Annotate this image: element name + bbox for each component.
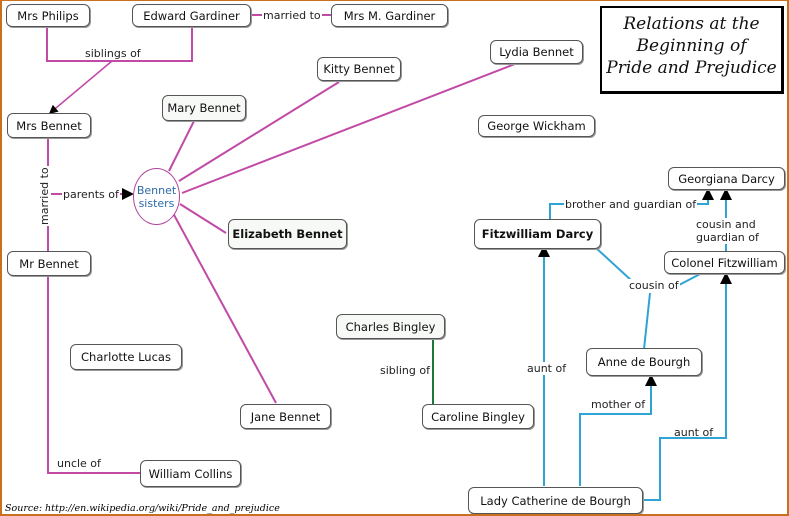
- node-edward-gardiner[interactable]: Edward Gardiner: [132, 4, 251, 27]
- node-mrs-bennet[interactable]: Mrs Bennet: [7, 113, 91, 138]
- node-charles-bingley[interactable]: Charles Bingley: [336, 314, 445, 339]
- node-label: Mr Bennet: [19, 256, 79, 271]
- relation-label-siblings-of: siblings of: [84, 47, 142, 60]
- link-sisters-jane: [172, 212, 277, 404]
- link-sisters-lydia: [181, 63, 516, 194]
- node-bennet-sisters[interactable]: Bennet sisters: [133, 168, 180, 225]
- node-lydia-bennet[interactable]: Lydia Bennet: [490, 40, 583, 64]
- node-label: Anne de Bourgh: [597, 355, 691, 369]
- node-caroline-bingley[interactable]: Caroline Bingley: [422, 404, 534, 429]
- relation-label-aunt-of-colonel: aunt of: [674, 426, 714, 439]
- node-label: Colonel Fitzwilliam: [671, 255, 778, 270]
- node-label: Jane Bennet: [250, 409, 321, 424]
- link-philips-siblings: [46, 27, 193, 62]
- relation-label-aunt-of-darcy: aunt of: [526, 362, 568, 375]
- node-william-collins[interactable]: William Collins: [140, 460, 241, 487]
- node-mrs-philips[interactable]: Mrs Philips: [6, 4, 90, 27]
- node-label-line1: Bennet: [136, 183, 177, 197]
- relation-label-brother-guardian: brother and guardian of: [564, 198, 698, 211]
- node-label: Mrs Philips: [17, 8, 79, 23]
- node-label: Mrs M. Gardiner: [343, 8, 436, 23]
- link-catherine-colonel: [643, 272, 732, 501]
- link-catherine-anne: [579, 374, 657, 486]
- link-colonel-cousin: [678, 272, 703, 286]
- node-mrs-m-gardiner[interactable]: Mrs M. Gardiner: [331, 4, 448, 27]
- link-cousin-anne: [643, 292, 651, 350]
- node-label: William Collins: [148, 466, 233, 481]
- relation-label-sibling-of: sibling of: [380, 364, 430, 377]
- node-label: Charles Bingley: [345, 319, 436, 334]
- node-mr-bennet[interactable]: Mr Bennet: [7, 251, 91, 276]
- node-mary-bennet[interactable]: Mary Bennet: [162, 95, 246, 121]
- node-fitzwilliam-darcy[interactable]: Fitzwilliam Darcy: [474, 219, 601, 249]
- title-line-2: Beginning of: [636, 36, 747, 56]
- node-label: Caroline Bingley: [431, 409, 525, 424]
- node-label: Kitty Bennet: [323, 62, 395, 76]
- link-siblings-to-mrsbennet: [48, 60, 113, 114]
- node-label: Charlotte Lucas: [81, 350, 171, 364]
- relation-label-parents-of: parents of: [62, 188, 120, 201]
- node-lady-catherine[interactable]: Lady Catherine de Bourgh: [468, 487, 643, 514]
- relation-label-cousin-guardian-2: guardian of: [695, 231, 760, 244]
- node-label: Mrs Bennet: [16, 118, 82, 133]
- relation-label-cousin-of: cousin of: [628, 279, 680, 292]
- node-colonel-fitzwilliam[interactable]: Colonel Fitzwilliam: [664, 251, 785, 274]
- link-darcy-cousin: [594, 246, 633, 282]
- node-jane-bennet[interactable]: Jane Bennet: [240, 404, 331, 429]
- node-label: Lydia Bennet: [499, 45, 574, 59]
- node-kitty-bennet[interactable]: Kitty Bennet: [317, 57, 401, 81]
- relation-label-married-to-bennet: married to: [38, 166, 51, 226]
- link-sisters-kitty: [178, 81, 340, 182]
- link-sisters-elizabeth: [179, 203, 227, 234]
- title-line-1: Relations at the: [623, 14, 760, 34]
- node-label: Elizabeth Bennet: [232, 227, 343, 241]
- relation-label-cousin-guardian-1: cousin and: [695, 218, 757, 231]
- node-anne-de-bourgh[interactable]: Anne de Bourgh: [586, 348, 702, 376]
- node-label: Mary Bennet: [167, 101, 241, 115]
- relation-label-married-to-gardiner: married to: [262, 9, 322, 22]
- relation-label-uncle-of: uncle of: [57, 457, 101, 470]
- node-label: Fitzwilliam Darcy: [481, 227, 594, 241]
- source-citation: Source: http://en.wikipedia.org/wiki/Pri…: [5, 503, 280, 514]
- diagram-title-box: Relations at the Beginning of Pride and …: [600, 6, 784, 94]
- node-george-wickham[interactable]: George Wickham: [478, 115, 595, 137]
- node-label: George Wickham: [487, 119, 586, 133]
- node-label: Edward Gardiner: [143, 8, 240, 23]
- node-label: Lady Catherine de Bourgh: [480, 493, 631, 508]
- node-label: Georgiana Darcy: [678, 171, 775, 186]
- link-bennet-uncle-of: [47, 275, 140, 474]
- node-georgiana-darcy[interactable]: Georgiana Darcy: [668, 167, 785, 190]
- node-charlotte-lucas[interactable]: Charlotte Lucas: [70, 344, 182, 370]
- node-elizabeth-bennet[interactable]: Elizabeth Bennet: [228, 219, 347, 249]
- relation-label-mother-of: mother of: [591, 398, 646, 411]
- title-line-3: Pride and Prejudice: [606, 58, 777, 78]
- link-sisters-mary: [168, 120, 195, 172]
- node-label-line2: sisters: [138, 196, 175, 210]
